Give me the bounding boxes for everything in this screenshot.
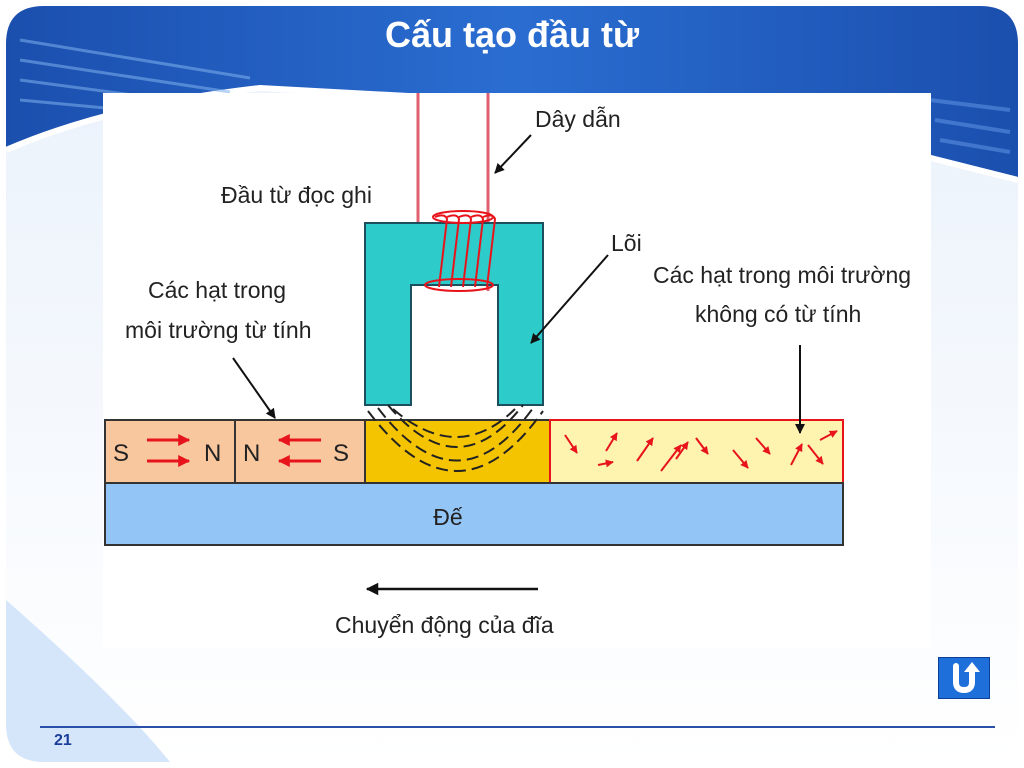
pole-label-n1: N <box>204 440 221 467</box>
substrate-label: Đế <box>433 504 463 530</box>
coil <box>424 210 497 292</box>
magnetized-label-line2: môi trường từ tính <box>125 317 312 343</box>
pole-label-s1: S <box>113 440 129 467</box>
magnetized-segment-1 <box>104 419 236 484</box>
core-pointer-arrow <box>530 254 609 344</box>
non-magnetized-label-line2: không có từ tính <box>695 301 861 327</box>
wire-pointer-arrow <box>494 134 532 174</box>
slide-title: Cấu tạo đầu từ <box>384 14 640 55</box>
pole-label-n2: N <box>243 440 260 467</box>
non-magnetized-label-line1: Các hạt trong môi trường <box>653 262 911 288</box>
magnetic-flux-lines <box>367 404 544 472</box>
magnetization-arrows <box>147 434 321 467</box>
magnetized-pointer-arrow <box>232 357 276 419</box>
core <box>364 222 544 406</box>
substrate <box>104 482 844 546</box>
back-button[interactable] <box>938 657 990 699</box>
core-label: Lõi <box>611 230 642 256</box>
u-turn-icon <box>953 662 980 694</box>
page-number: 21 <box>54 732 72 749</box>
random-particle-arrows <box>564 430 838 472</box>
magnetized-segment-2 <box>234 419 366 484</box>
read-write-head-diagram: Đế S N N S Dây dẫn <box>103 93 931 648</box>
magnetized-label-line1: Các hạt trong <box>148 277 286 303</box>
wire-label: Dây dẫn <box>535 106 621 132</box>
head-label: Đầu từ đọc ghi <box>221 182 372 208</box>
pole-label-s2: S <box>333 440 349 467</box>
motion-label: Chuyển động của đĩa <box>335 612 554 638</box>
gap-segment <box>364 419 551 484</box>
non-magnetized-segment <box>549 419 844 484</box>
